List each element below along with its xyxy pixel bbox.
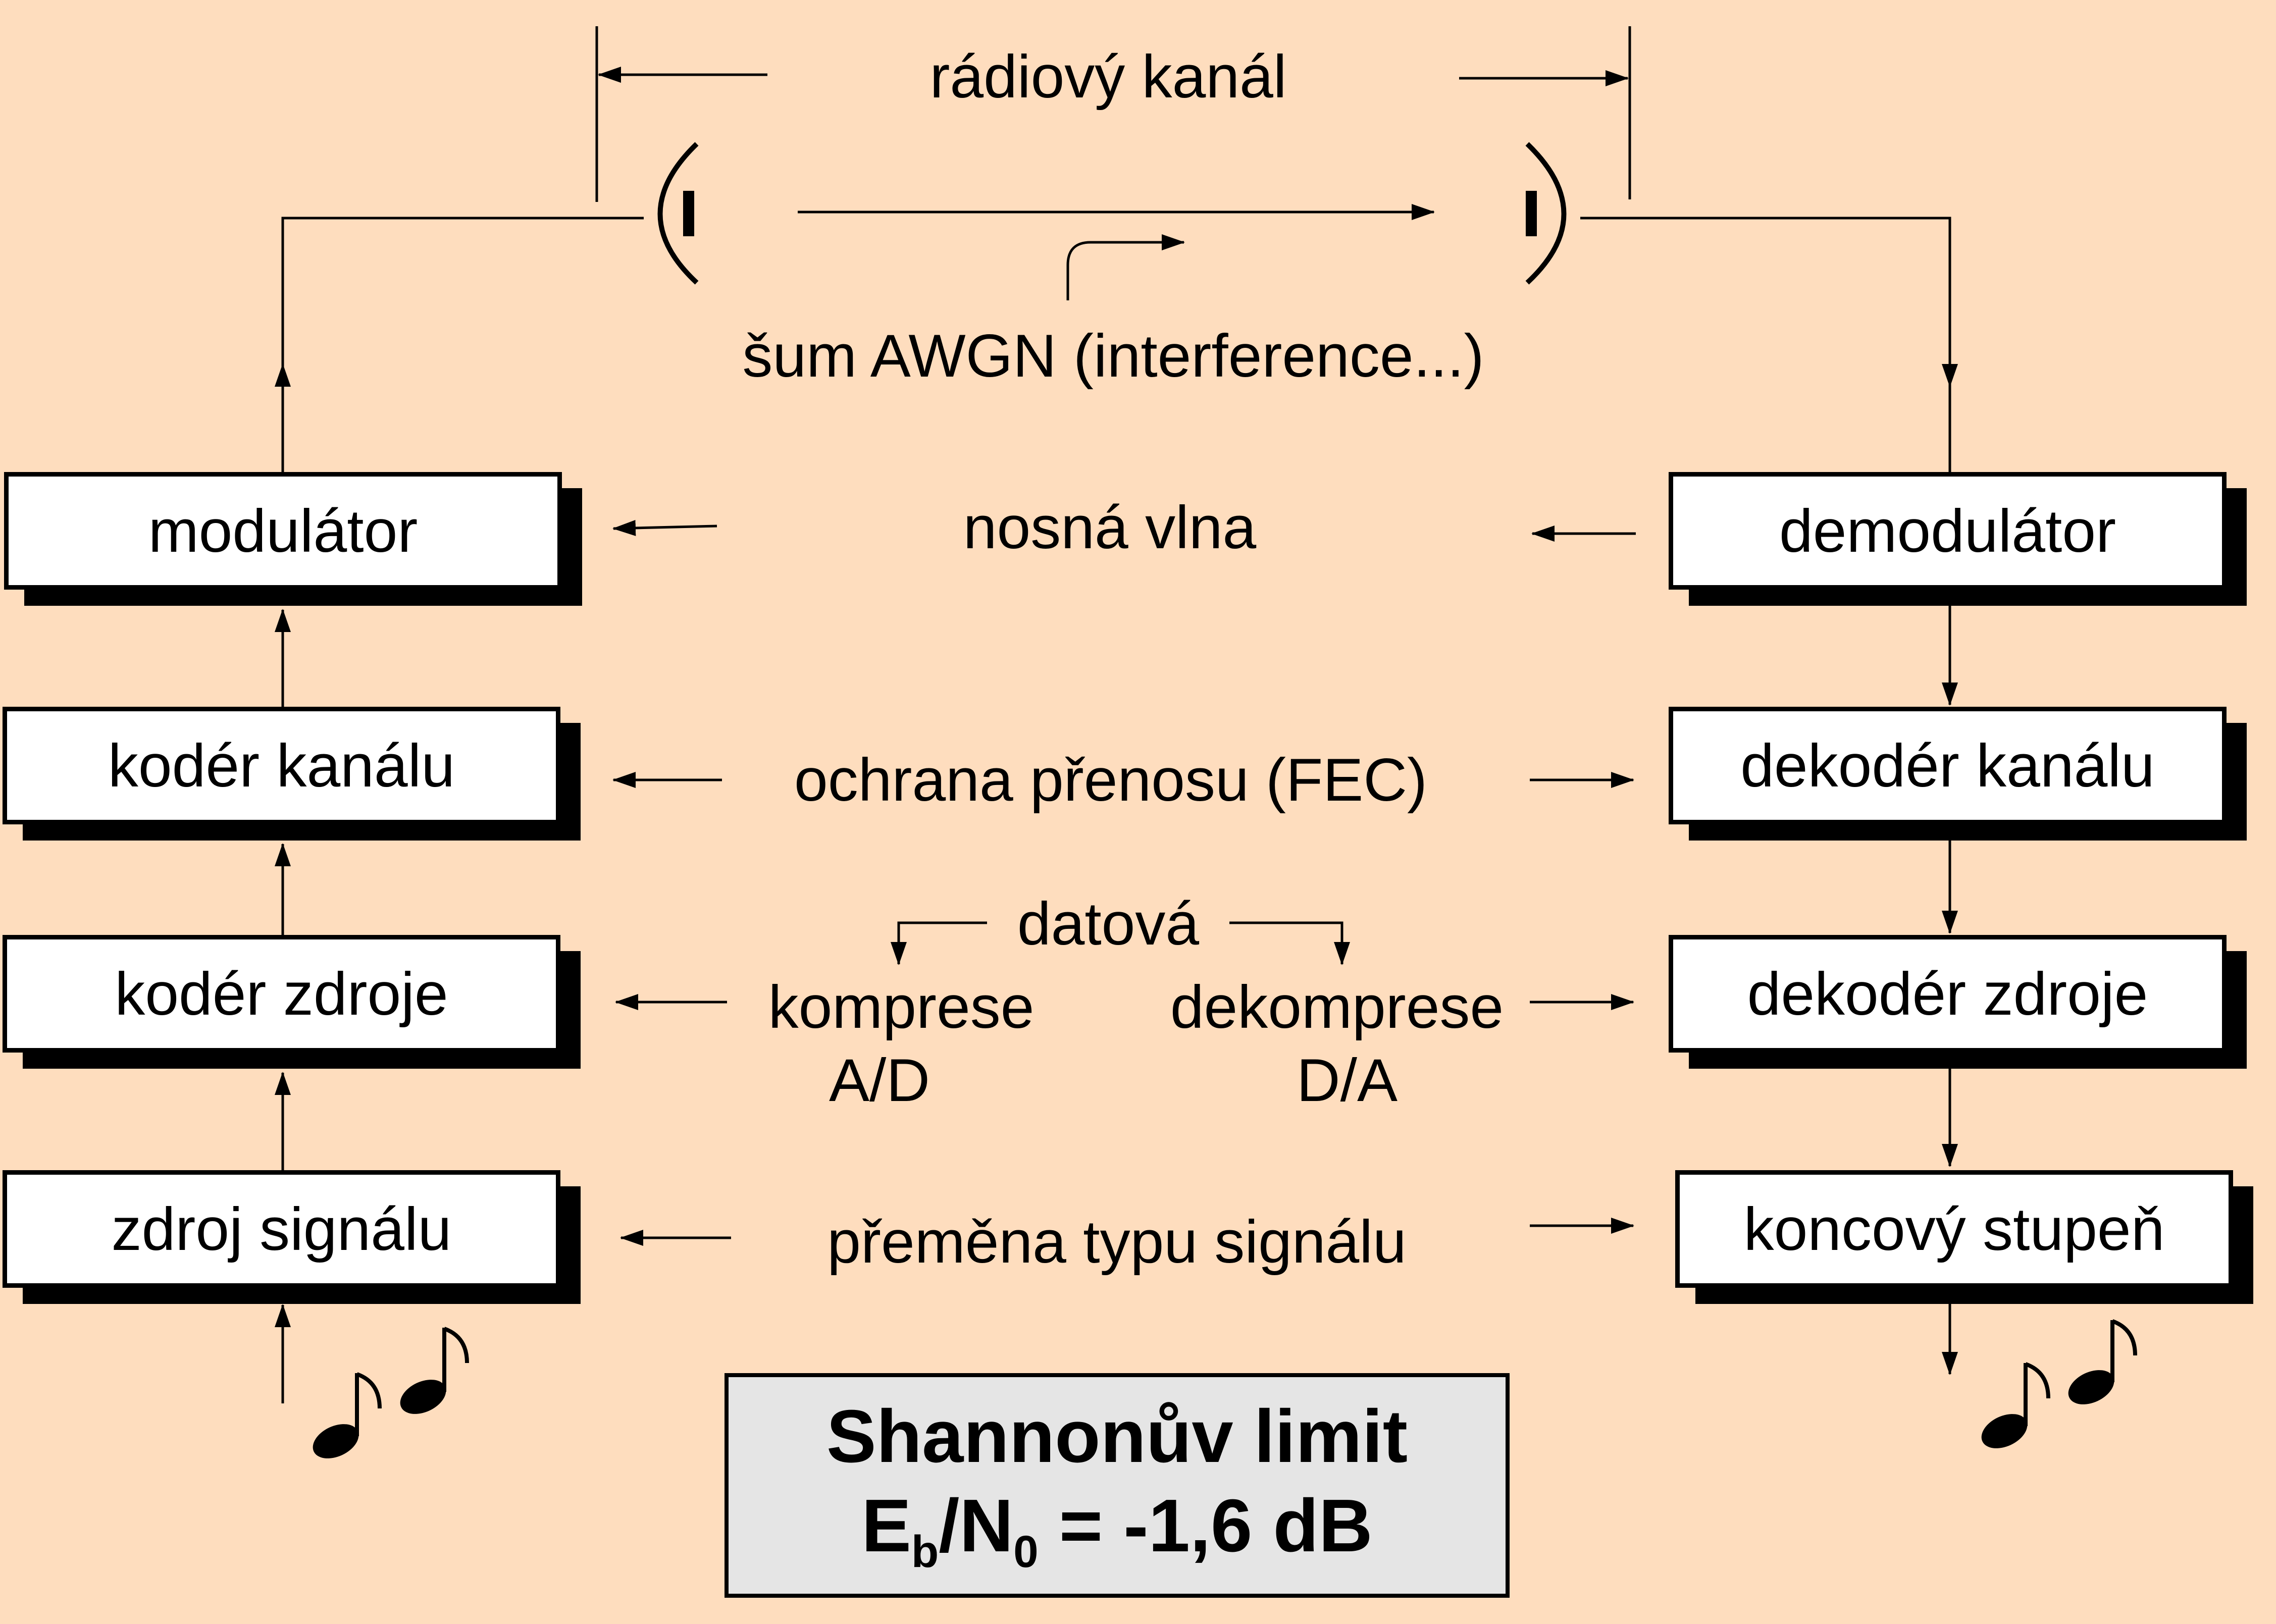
- music-note-icon: [400, 1327, 469, 1414]
- data-branch-right: [1229, 921, 1350, 965]
- formula-value: = -1,6 dB: [1038, 1484, 1373, 1568]
- music-note-icon: [2068, 1319, 2137, 1404]
- noise-injection-arrow: [1066, 234, 1185, 300]
- shannon-limit-title: Shannonův limit: [826, 1394, 1408, 1478]
- shannon-limit-box: Shannonův limit Eb/N0 = -1,6 dB: [725, 1373, 1510, 1598]
- antenna-right-icon: [1525, 142, 1567, 285]
- fec-label: ochrana přenosu (FEC): [794, 746, 1427, 814]
- signal-source-box: zdroj signálu: [3, 1170, 560, 1288]
- data-label: datová: [1017, 890, 1200, 958]
- data-branch-left: [891, 921, 987, 965]
- demodulator-box: demodulátor: [1669, 472, 2227, 590]
- formula-b-subscript: b: [911, 1527, 939, 1577]
- shannon-limit-formula: Eb/N0 = -1,6 dB: [861, 1481, 1372, 1579]
- tx-feed-line: [281, 217, 644, 399]
- music-note-icon: [1981, 1362, 2050, 1448]
- music-note-icon: [313, 1372, 382, 1458]
- compression-label: komprese: [768, 973, 1034, 1041]
- noise-label: šum AWGN (interference...): [742, 322, 1484, 390]
- da-label: D/A: [1296, 1046, 1398, 1114]
- rx-feed-line: [1580, 217, 1951, 472]
- radio-channel-label: rádiový kanál: [929, 43, 1287, 111]
- channel-decoder-box: dekodér kanálu: [1669, 707, 2227, 824]
- carrier-to-modulator-arrow: [612, 519, 717, 536]
- carrier-label: nosná vlna: [963, 494, 1257, 561]
- formula-e: E: [861, 1484, 911, 1568]
- formula-zero-subscript: 0: [1013, 1527, 1039, 1577]
- decompression-label: dekomprese: [1170, 973, 1504, 1041]
- channel-coder-box: kodér kanálu: [3, 707, 560, 824]
- formula-slash-n: /N: [939, 1484, 1014, 1568]
- source-decoder-box: dekodér zdroje: [1669, 935, 2227, 1053]
- output-stage-box: koncový stupeň: [1675, 1170, 2233, 1288]
- signal-type-label: přeměna typu signálu: [827, 1208, 1407, 1276]
- ad-label: A/D: [829, 1046, 930, 1114]
- antenna-left-icon: [657, 142, 699, 285]
- source-coder-box: kodér zdroje: [3, 935, 560, 1053]
- modulator-box: modulátor: [4, 472, 562, 590]
